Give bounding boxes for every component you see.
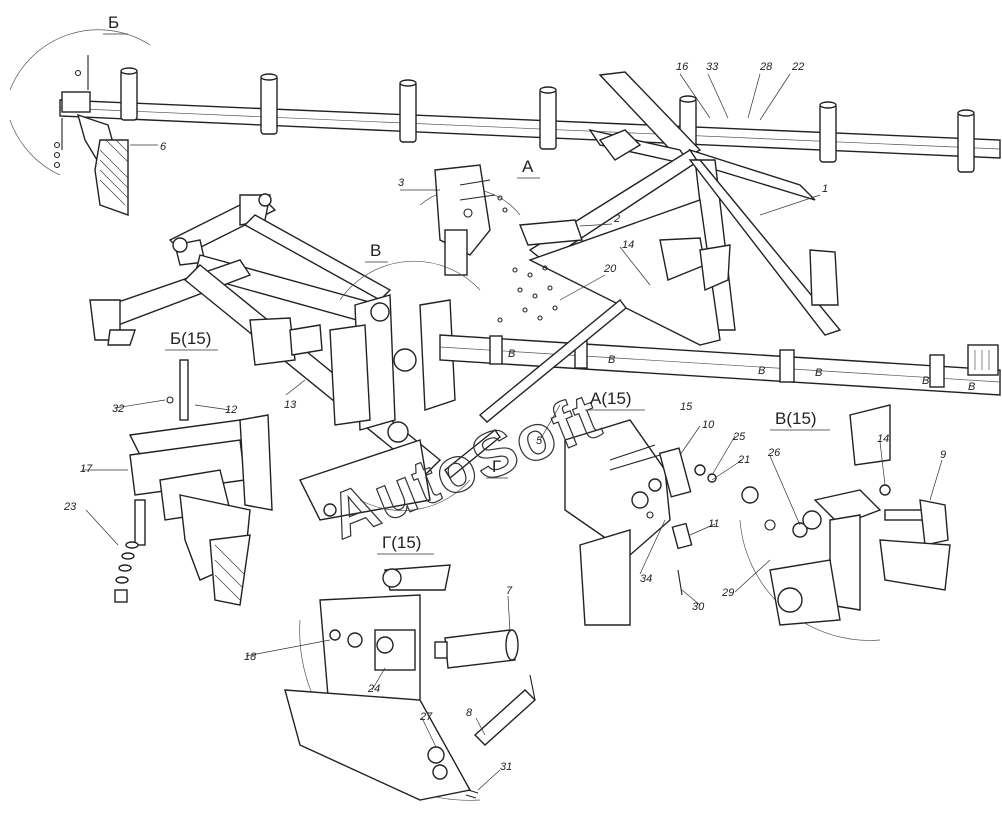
frame-letter: В bbox=[922, 375, 929, 387]
bolt-group-20 bbox=[497, 265, 558, 323]
callout-26: 26 bbox=[767, 447, 781, 459]
callout-7: 7 bbox=[506, 585, 513, 597]
leader-lines bbox=[82, 73, 943, 791]
callout-14a: 14 bbox=[622, 239, 634, 251]
callout-15: 15 bbox=[680, 401, 693, 413]
detail-b15 bbox=[114, 359, 273, 606]
detail-g15 bbox=[284, 564, 537, 801]
callout-20: 20 bbox=[603, 263, 617, 275]
callouts: 6 3 1 2 16 33 28 22 14 20 32 12 13 17 23… bbox=[63, 61, 946, 773]
callout-28: 28 bbox=[759, 61, 773, 73]
frame-letter: В bbox=[608, 354, 615, 366]
frame-letters: В В В В В В bbox=[508, 348, 975, 393]
callout-17: 17 bbox=[80, 463, 93, 475]
callout-5: 5 bbox=[536, 435, 543, 447]
callout-16: 16 bbox=[676, 61, 689, 73]
beam-posts bbox=[120, 67, 975, 173]
callout-24: 24 bbox=[367, 683, 380, 695]
view-labels: Б А В Г Б(15) А(15) В(15) Г(15) bbox=[103, 13, 830, 555]
main-frame bbox=[89, 193, 1001, 521]
top-beam bbox=[59, 67, 1001, 173]
view-label-g: Г bbox=[492, 457, 501, 476]
detail-3 bbox=[419, 164, 521, 276]
view-label-b15: Б(15) bbox=[170, 329, 211, 348]
callout-11: 11 bbox=[708, 518, 719, 530]
view-label-b: Б bbox=[108, 13, 119, 32]
callout-21: 21 bbox=[737, 454, 750, 466]
view-label-g15: Г(15) bbox=[382, 533, 421, 552]
detail-b bbox=[9, 29, 151, 216]
callout-30: 30 bbox=[692, 601, 705, 613]
callout-10: 10 bbox=[702, 419, 715, 431]
frame-letter: В bbox=[815, 367, 822, 379]
callout-27: 27 bbox=[419, 711, 433, 723]
callout-25: 25 bbox=[732, 431, 746, 443]
detail-a15 bbox=[564, 419, 717, 626]
detail-v15 bbox=[739, 404, 951, 641]
callout-22: 22 bbox=[791, 61, 804, 73]
callout-9: 9 bbox=[940, 449, 946, 461]
callout-1: 1 bbox=[822, 183, 828, 195]
callout-32: 32 bbox=[112, 403, 124, 415]
callout-8: 8 bbox=[466, 707, 473, 719]
callout-33: 33 bbox=[706, 61, 719, 73]
frame-letter: В bbox=[508, 348, 515, 360]
callout-14b: 14 bbox=[877, 433, 889, 445]
view-label-v15: В(15) bbox=[775, 409, 817, 428]
callout-18: 18 bbox=[244, 651, 257, 663]
callout-12: 12 bbox=[225, 404, 237, 416]
callout-13: 13 bbox=[284, 399, 297, 411]
callout-6: 6 bbox=[160, 141, 167, 153]
callout-2: 2 bbox=[613, 213, 620, 225]
callout-23: 23 bbox=[63, 501, 77, 513]
callout-34: 34 bbox=[640, 573, 652, 585]
callout-31: 31 bbox=[500, 761, 512, 773]
view-label-v: В bbox=[370, 241, 381, 260]
frame-letter: В bbox=[758, 365, 765, 377]
view-label-a: А bbox=[522, 157, 534, 176]
view-label-a15: А(15) bbox=[590, 389, 632, 408]
callout-3: 3 bbox=[398, 177, 405, 189]
frame-letter: В bbox=[968, 381, 975, 393]
right-frame bbox=[519, 71, 842, 346]
callout-29: 29 bbox=[721, 587, 734, 599]
